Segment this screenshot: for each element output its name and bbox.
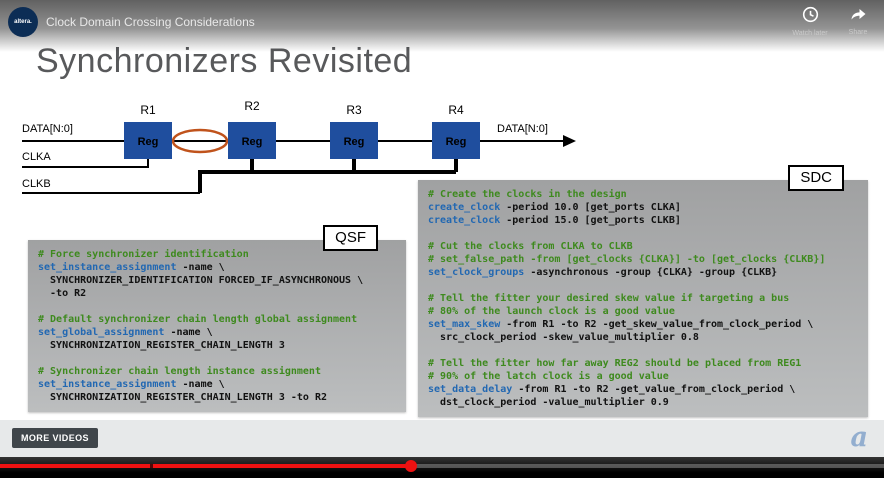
code-line: create_clock -period 10.0 [get_ports CLK… bbox=[428, 202, 681, 213]
qsf-code-block: # Force synchronizer identification set_i… bbox=[28, 240, 406, 412]
channel-logo[interactable]: altera. bbox=[8, 7, 38, 37]
reg-box-r3-label: Reg bbox=[344, 136, 365, 148]
reg-box-r1 bbox=[124, 122, 172, 159]
watch-later-button[interactable]: Watch later bbox=[782, 6, 838, 37]
reg-box-r4 bbox=[432, 122, 480, 159]
sdc-code-block: # Create the clocks in the design create_… bbox=[418, 180, 868, 417]
code-line bbox=[428, 279, 858, 292]
clkb-clock-tree bbox=[198, 170, 456, 193]
reg-ref-r4: R4 bbox=[448, 103, 464, 117]
code-line: create_clock -period 15.0 [get_ports CLK… bbox=[428, 215, 681, 226]
code-line: # Synchronizer chain length instance ass… bbox=[38, 366, 321, 377]
watch-later-icon bbox=[802, 6, 819, 27]
code-line: # Force synchronizer identification bbox=[38, 249, 249, 260]
reg-ref-r3: R3 bbox=[346, 103, 362, 117]
metastability-ellipse bbox=[171, 128, 229, 154]
clka-wire bbox=[22, 159, 149, 168]
progress-played bbox=[0, 464, 412, 468]
altera-watermark-icon: a bbox=[850, 422, 869, 453]
progress-bar[interactable] bbox=[0, 460, 884, 472]
code-line: set_instance_assignment -name \ bbox=[38, 379, 225, 390]
code-line: SYNCHRONIZER_IDENTIFICATION FORCED_IF_AS… bbox=[38, 275, 364, 286]
bottom-band: MORE VIDEOS a bbox=[0, 420, 884, 457]
code-line: set_instance_assignment -name \ bbox=[38, 262, 225, 273]
share-icon bbox=[849, 9, 867, 26]
reg-box-r2-label: Reg bbox=[242, 136, 263, 148]
code-line: dst_clock_period -value_multiplier 0.9 bbox=[428, 397, 669, 408]
clkb-label: CLKB bbox=[22, 178, 51, 190]
code-line: set_global_assignment -name \ bbox=[38, 327, 213, 338]
reg-box-r2 bbox=[228, 122, 276, 159]
code-line: set_clock_groups -asynchronous -group {C… bbox=[428, 267, 778, 278]
reg-box-r3 bbox=[330, 122, 378, 159]
code-line bbox=[428, 344, 858, 357]
reg-box-r1-label: Reg bbox=[138, 136, 159, 148]
clka-label: CLKA bbox=[22, 151, 51, 163]
share-label: Share bbox=[848, 29, 868, 36]
code-line bbox=[428, 227, 858, 240]
code-line: set_data_delay -from R1 -to R2 -get_valu… bbox=[428, 384, 796, 395]
sdc-panel: SDC # Create the clocks in the design cre… bbox=[418, 165, 868, 417]
player-controls bbox=[0, 457, 884, 478]
circuit-diagram: Reg Reg Reg Reg R1 R2 R3 R4 DATA[N:0] DA… bbox=[22, 99, 576, 193]
code-line bbox=[38, 300, 396, 313]
code-line: # Default synchronizer chain length glob… bbox=[38, 314, 358, 325]
watch-later-label: Watch later bbox=[792, 30, 828, 37]
code-line: # 80% of the launch clock is a good valu… bbox=[428, 306, 675, 317]
code-line: src_clock_period -skew_value_multiplier … bbox=[428, 332, 699, 343]
code-line: SYNCHRONIZATION_REGISTER_CHAIN_LENGTH 3 … bbox=[38, 392, 327, 403]
top-overlay-bar: altera. Clock Domain Crossing Considerat… bbox=[0, 0, 884, 52]
data-out-label: DATA[N:0] bbox=[497, 123, 548, 135]
sdc-tag: SDC bbox=[788, 165, 844, 191]
code-line: # set_false_path -from [get_clocks {CLKA… bbox=[428, 254, 826, 265]
code-line: set_max_skew -from R1 -to R2 -get_skew_v… bbox=[428, 319, 814, 330]
code-line: -to R2 bbox=[38, 288, 87, 299]
video-surface[interactable]: Synchronizers Revisited Reg Reg Reg Reg … bbox=[0, 0, 884, 420]
reg-ref-r1: R1 bbox=[140, 103, 156, 117]
qsf-panel: QSF # Force synchronizer identification s… bbox=[28, 225, 406, 412]
code-line: # Create the clocks in the design bbox=[428, 189, 627, 200]
qsf-tag: QSF bbox=[323, 225, 378, 251]
code-line bbox=[38, 352, 396, 365]
share-button[interactable]: Share bbox=[830, 6, 884, 36]
data-out-arrowhead bbox=[563, 135, 576, 147]
code-line: # 90% of the latch clock is a good value bbox=[428, 371, 669, 382]
progress-scrubber[interactable] bbox=[405, 460, 418, 472]
code-line: # Cut the clocks from CLKA to CLKB bbox=[428, 241, 633, 252]
video-title[interactable]: Clock Domain Crossing Considerations bbox=[46, 15, 255, 29]
code-line: # Tell the fitter your desired skew valu… bbox=[428, 293, 790, 304]
reg-box-r4-label: Reg bbox=[446, 136, 467, 148]
data-in-label: DATA[N:0] bbox=[22, 123, 73, 135]
code-line: # Tell the fitter how far away REG2 shou… bbox=[428, 358, 802, 369]
reg-ref-r2: R2 bbox=[244, 99, 260, 113]
more-videos-button[interactable]: MORE VIDEOS bbox=[12, 428, 98, 448]
chapter-marker bbox=[150, 464, 154, 468]
code-line: SYNCHRONIZATION_REGISTER_CHAIN_LENGTH 3 bbox=[38, 340, 285, 351]
